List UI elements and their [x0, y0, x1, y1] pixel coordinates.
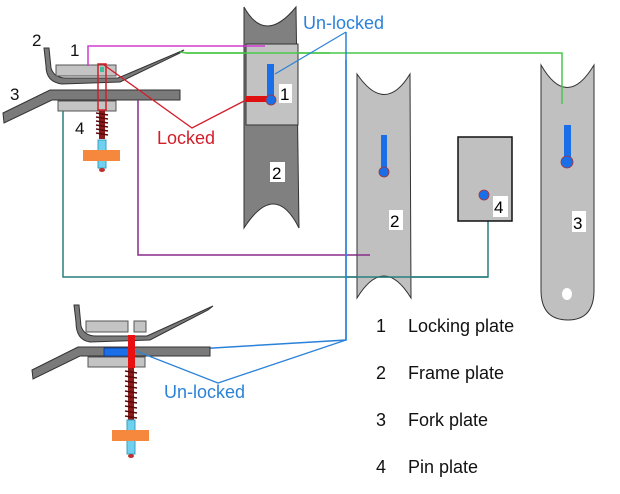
pin-plate-section-unlocked — [87, 356, 146, 368]
pin-end — [99, 168, 105, 172]
legend-number: 4 — [376, 457, 387, 477]
locked-label: Locked — [157, 128, 215, 148]
pin-plate-tag: 4 — [494, 198, 503, 217]
frame-plate-pin-hole — [378, 166, 390, 178]
spring-unlocked — [124, 368, 138, 420]
leader-line-frame-plate — [137, 100, 370, 256]
fork-plate-slot — [564, 125, 571, 161]
frame-plate-light-tag: 2 — [390, 212, 399, 231]
assembly-number-4: 4 — [75, 119, 84, 138]
legend-label: Frame plate — [408, 363, 505, 383]
frame-plate-dark-tag: 2 — [272, 164, 281, 183]
nut-unlocked — [112, 430, 149, 441]
locked-slot — [267, 64, 274, 100]
pin-end-unlocked — [128, 454, 134, 458]
assembly-number-3: 3 — [10, 85, 19, 104]
unlocked-assembly — [31, 304, 214, 458]
leader-line-fork-plate — [179, 51, 563, 104]
frame-plate-light-view: 2 — [356, 72, 412, 300]
unlocked-callout-line-bottom — [135, 339, 347, 384]
legend-label: Pin plate — [408, 457, 479, 477]
locked-bolt — [246, 96, 270, 102]
fork-plate-tag: 3 — [573, 214, 582, 233]
leader-line-locking-plate — [87, 45, 265, 66]
locked-pin — [265, 94, 277, 106]
nut — [83, 150, 120, 161]
locked-assembly — [2, 47, 185, 172]
fork-plate-section — [2, 89, 181, 124]
locking-plate-section-unlocked — [85, 320, 129, 333]
locking-plate-section — [55, 64, 117, 77]
fork-plate-view: 3 — [540, 63, 595, 321]
legend-label: Fork plate — [408, 410, 489, 430]
unlocked-label-bottom: Un-locked — [164, 382, 245, 402]
frame-plate-section-unlocked — [73, 304, 214, 343]
legend: 1 Locking plate 2 Frame plate 3 Fork pla… — [376, 316, 514, 494]
leader-line-pin-plate — [62, 111, 489, 278]
frame-plate-dark-view: 1 2 — [243, 5, 300, 230]
fork-plate-hole — [562, 288, 572, 300]
fork-plate-pin-hole — [560, 155, 574, 169]
legend-label: Locking plate — [408, 316, 515, 336]
spring — [95, 111, 109, 139]
legend-number: 2 — [376, 363, 387, 383]
locking-plate-tag: 1 — [280, 85, 289, 104]
pin-unlocked — [128, 335, 135, 368]
pin-plate-pin — [478, 189, 490, 201]
pin-tip — [100, 67, 104, 72]
legend-item-pin-plate: 4 Pin plate — [376, 457, 514, 494]
pin-plate-view: 4 — [457, 136, 513, 222]
unlocked-callout-line-top — [274, 31, 347, 75]
assembly-number-1: 1 — [70, 41, 79, 60]
fork-plate-section-unlocked — [31, 346, 211, 380]
locked-callout-line — [103, 64, 247, 129]
legend-number: 1 — [376, 316, 387, 336]
frame-plate-section — [43, 47, 185, 85]
frame-plate-slot — [381, 135, 387, 171]
legend-item-fork-plate: 3 Fork plate — [376, 410, 514, 457]
legend-number: 3 — [376, 410, 387, 430]
legend-item-frame-plate: 2 Frame plate — [376, 363, 514, 410]
assembly-number-2: 2 — [32, 31, 41, 50]
pin-plate-section — [57, 100, 117, 112]
unlocked-label-top: Un-locked — [303, 13, 384, 33]
pin — [97, 63, 107, 111]
legend-item-locking-plate: 1 Locking plate — [376, 316, 514, 363]
